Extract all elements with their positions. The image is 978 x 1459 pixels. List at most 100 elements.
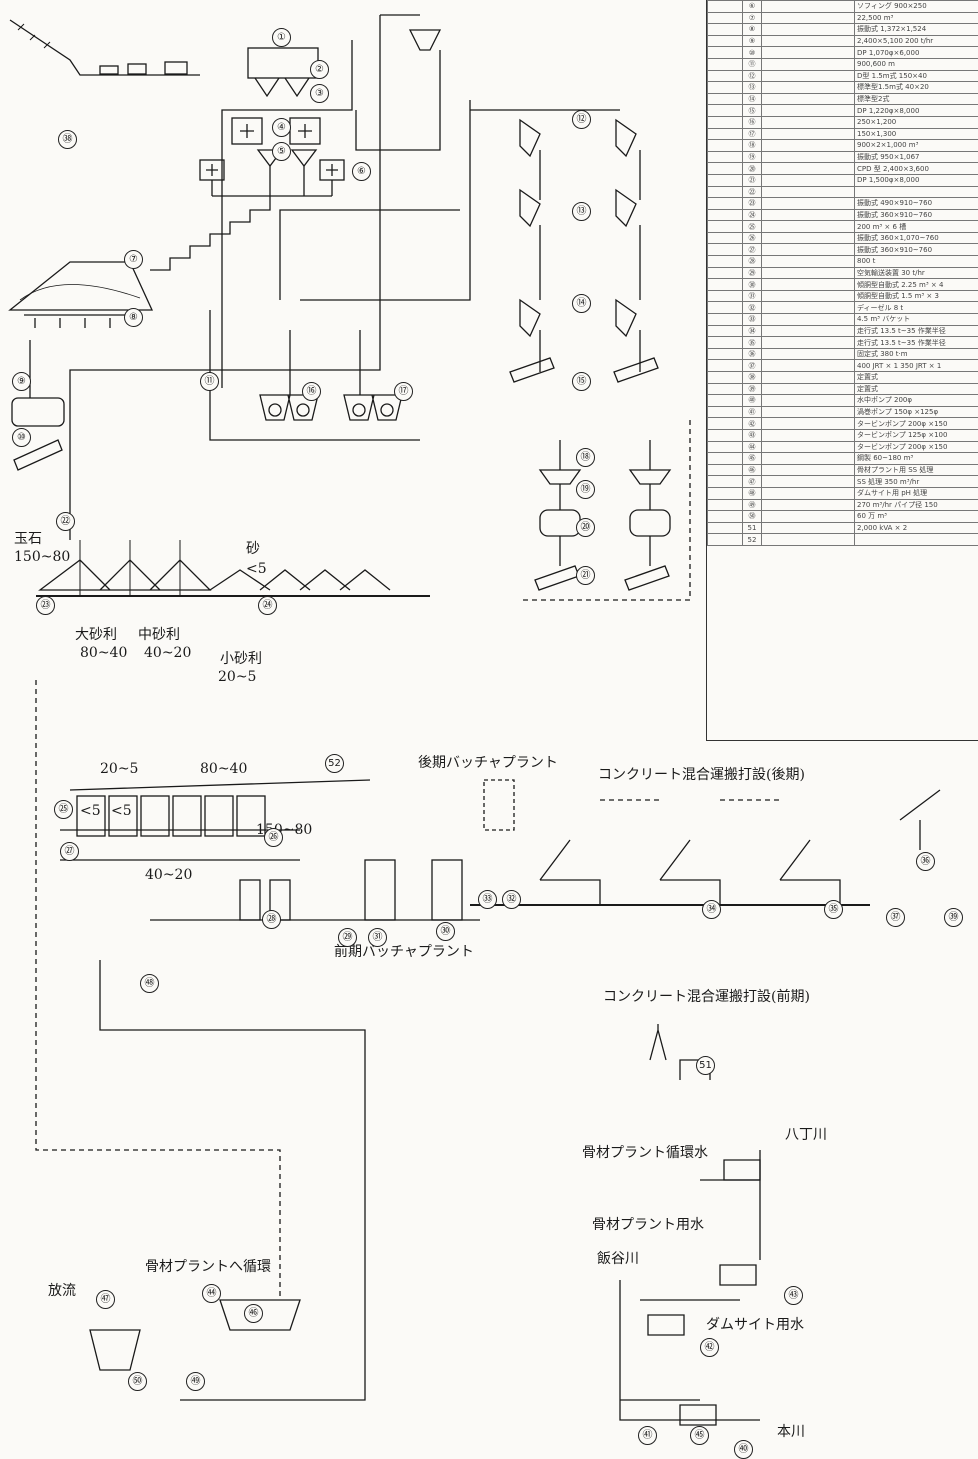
spec-equipment-cell: [762, 441, 855, 453]
spec-value-cell: 鋼製 60~180 m³: [855, 453, 978, 465]
spec-number-cell: ㉙: [743, 267, 762, 279]
spec-number-cell: ㊷: [743, 418, 762, 430]
spec-number-cell: ⑫: [743, 70, 762, 82]
spec-equipment-cell: [762, 499, 855, 511]
spec-row: ㉒: [708, 186, 978, 198]
spec-equipment-cell: [762, 47, 855, 59]
spec-number-cell: ㉕: [743, 221, 762, 233]
spec-row: ⑥ ソフィング 900×250: [708, 1, 978, 13]
callout-37: ㊲: [886, 908, 905, 927]
spec-value-cell: CPD 型 2,400×3,600: [855, 163, 978, 175]
callout-26: ㉖: [264, 828, 283, 847]
spec-equipment-cell: [762, 360, 855, 372]
spec-category-cell: [708, 163, 743, 175]
spec-category-cell: [708, 499, 743, 511]
junkan-label: 骨材プラントへ循環: [145, 1260, 271, 1275]
spec-value-cell: ソフィング 900×250: [855, 1, 978, 13]
spec-row: 52: [708, 534, 978, 546]
spec-number-cell: ⑦: [743, 12, 762, 24]
spec-equipment-cell: [762, 163, 855, 175]
spec-number-cell: ㊶: [743, 406, 762, 418]
spec-category-cell: [708, 487, 743, 499]
gyokuseki-label: 玉石: [14, 532, 42, 547]
spec-equipment-cell: [762, 256, 855, 268]
spec-equipment-cell: [762, 128, 855, 140]
callout-51: 51: [696, 1056, 715, 1075]
zenki-batcher-label: 前期バッチャプラント: [334, 945, 474, 960]
spec-equipment-cell: [762, 395, 855, 407]
spec-value-cell: D型 1.5m式 150×40: [855, 70, 978, 82]
spec-value-cell: 2,400×5,100 200 t/hr: [855, 35, 978, 47]
callout-7: ⑦: [124, 250, 143, 269]
spec-equipment-cell: [762, 464, 855, 476]
spec-equipment-cell: [762, 151, 855, 163]
bin-80-40: 80~40: [200, 762, 247, 777]
spec-number-cell: ㊿: [743, 511, 762, 523]
spec-value-cell: 振動式 1,372×1,524: [855, 24, 978, 36]
callout-35: ㉟: [824, 900, 843, 919]
spec-value-cell: [855, 534, 978, 546]
spec-category-cell: [708, 429, 743, 441]
spec-value-cell: 振動式 490×910~760: [855, 198, 978, 210]
spec-number-cell: 51: [743, 522, 762, 534]
callout-27: ㉗: [60, 842, 79, 861]
callout-19: ⑲: [576, 480, 595, 499]
spec-category-cell: [708, 418, 743, 430]
hacchogawa-label: 八丁川: [785, 1128, 827, 1143]
spec-category-cell: [708, 35, 743, 47]
shojari-range: 20~5: [218, 670, 256, 685]
bin-lt5-b: <5: [111, 804, 132, 819]
spec-equipment-cell: [762, 314, 855, 326]
spec-equipment-cell: [762, 186, 855, 198]
spec-category-cell: [708, 314, 743, 326]
spec-number-cell: ㊾: [743, 499, 762, 511]
spec-number-cell: ⑯: [743, 116, 762, 128]
spec-number-cell: ㊴: [743, 383, 762, 395]
spec-value-cell: SS 処理 350 m³/hr: [855, 476, 978, 488]
spec-category-cell: [708, 256, 743, 268]
spec-number-cell: ⑥: [743, 1, 762, 13]
spec-number-cell: ㉛: [743, 290, 762, 302]
callout-3: ③: [310, 84, 329, 103]
youusui-label: 骨材プラント用水: [592, 1218, 704, 1233]
spec-equipment-cell: [762, 534, 855, 546]
spec-category-cell: [708, 1, 743, 13]
spec-category-cell: [708, 406, 743, 418]
spec-value-cell: 900,600 m: [855, 58, 978, 70]
callout-29: ㉙: [338, 928, 357, 947]
iiyagawa-label: 飯谷川: [597, 1252, 639, 1267]
spec-equipment-cell: [762, 279, 855, 291]
callout-40: ㊵: [734, 1440, 753, 1459]
spec-category-cell: [708, 128, 743, 140]
spec-number-cell: ㉘: [743, 256, 762, 268]
callout-25: ㉕: [54, 800, 73, 819]
spec-number-cell: ㉟: [743, 337, 762, 349]
spec-equipment-cell: [762, 232, 855, 244]
callout-4: ④: [272, 118, 291, 137]
spec-equipment-cell: [762, 429, 855, 441]
spec-equipment-cell: [762, 522, 855, 534]
spec-category-cell: [708, 267, 743, 279]
callout-42: ㊷: [700, 1338, 719, 1357]
spec-value-cell: ディーゼル 8 t: [855, 302, 978, 314]
spec-category-cell: [708, 174, 743, 186]
callout-11: ⑪: [200, 372, 219, 391]
primary-crusher: [150, 48, 344, 270]
spec-value-cell: 200 m³ × 6 槽: [855, 221, 978, 233]
spec-equipment-cell: [762, 302, 855, 314]
spec-number-cell: ㊻: [743, 464, 762, 476]
callout-41: ㊶: [638, 1426, 657, 1445]
zenki-concrete-label: コンクリート混合運搬打設(前期): [603, 990, 810, 1005]
